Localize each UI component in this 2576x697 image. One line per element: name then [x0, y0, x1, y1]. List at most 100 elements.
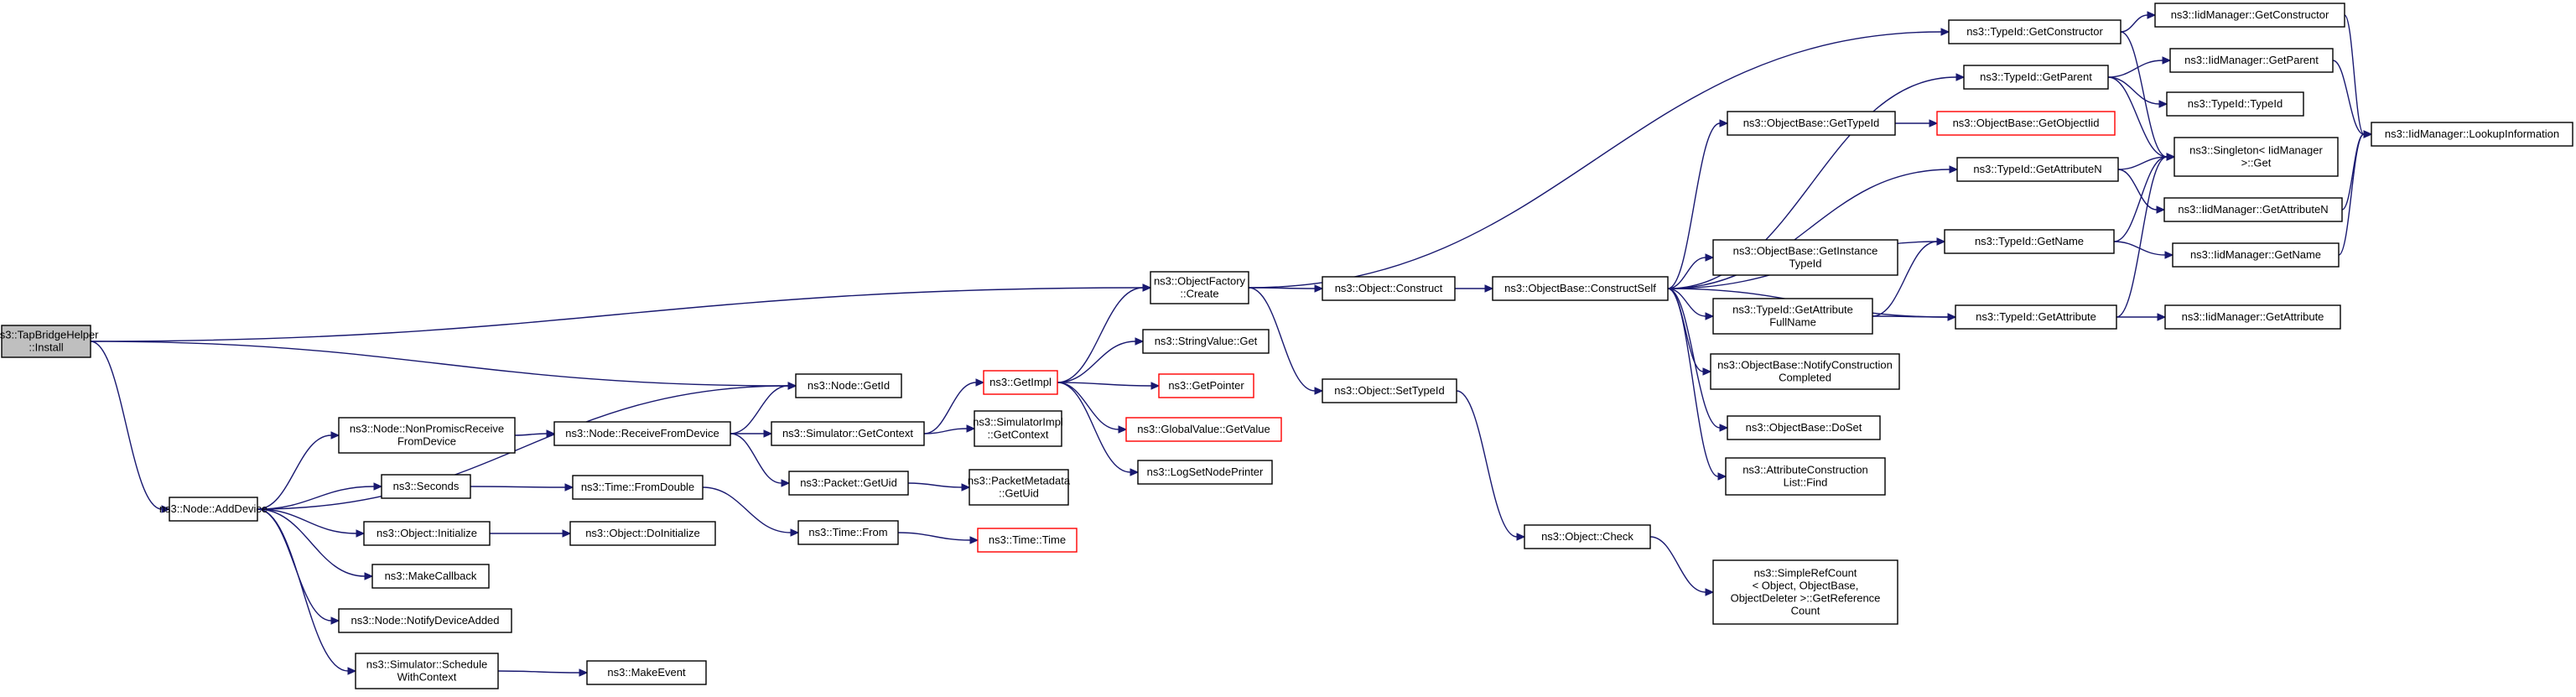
node-object_settypeid[interactable]: ns3::Object::SetTypeId [1322, 378, 1457, 403]
node-getobjectiid[interactable]: ns3::ObjectBase::GetObjectIid [1936, 111, 2116, 136]
node-box [2169, 48, 2334, 73]
node-label: ns3::Time::Time [989, 533, 1066, 546]
node-label: ns3::GetImpl [989, 376, 1052, 388]
node-box [2166, 91, 2304, 117]
node-time_fromdouble[interactable]: ns3::Time::FromDouble [572, 475, 704, 500]
node-time_from[interactable]: ns3::Time::From [797, 520, 899, 545]
node-label: ns3::Object::SetTypeId [1334, 384, 1445, 397]
node-simimpl_getcontext[interactable]: ns3::SimulatorImpl::GetContext [973, 410, 1063, 447]
node-node_adddevice[interactable]: ns3::Node::AddDevice [159, 497, 267, 522]
edge-constructself-to-notifyconstruction [1667, 288, 1712, 376]
node-stringvalue_get[interactable]: ns3::StringValue::Get [1142, 329, 1270, 354]
node-objbase_gettypeid[interactable]: ns3::ObjectBase::GetTypeId [1727, 111, 1896, 136]
node-typeid_getattribute[interactable]: ns3::TypeId::GetAttribute [1955, 304, 2117, 330]
node-iid_getparent[interactable]: ns3::IidManager::GetParent [2169, 48, 2334, 73]
node-box [1956, 157, 2119, 182]
node-receivefromdevice[interactable]: ns3::Node::ReceiveFromDevice [553, 421, 731, 446]
node-getimpl[interactable]: ns3::GetImpl [983, 370, 1058, 395]
node-typeid_getname[interactable]: ns3::TypeId::GetName [1944, 229, 2115, 254]
edge-constructself-to-typeid_getattributefullname [1667, 288, 1715, 320]
node-getpointer[interactable]: ns3::GetPointer [1158, 373, 1254, 398]
node-iid_getattributen[interactable]: ns3::IidManager::GetAttributeN [2163, 197, 2343, 222]
node-box [1158, 373, 1254, 398]
node-box [1936, 111, 2116, 136]
edge-iid_getconstructor-to-iid_lookupinformation [2344, 14, 2373, 138]
node-constructself[interactable]: ns3::ObjectBase::ConstructSelf [1492, 276, 1669, 301]
node-box [338, 417, 516, 454]
edge-sim_getcontext-to-getimpl [923, 378, 985, 434]
node-label: Count [1791, 605, 1820, 617]
node-typeid_getattributen[interactable]: ns3::TypeId::GetAttributeN [1956, 157, 2119, 182]
node-label: ns3::Node::ReceiveFromDevice [565, 427, 719, 440]
node-object_doinitialize[interactable]: ns3::Object::DoInitialize [569, 521, 716, 546]
node-singleton_get[interactable]: ns3::Singleton< IidManager>::Get [2174, 137, 2339, 177]
edge-constructself-to-getinstancetypeid [1667, 253, 1715, 289]
node-label: ns3::ObjectBase::DoSet [1746, 421, 1862, 434]
node-label: ns3::GetPointer [1168, 379, 1244, 392]
node-box [1524, 524, 1651, 549]
node-label: ns3::Object::Initialize [377, 527, 477, 539]
node-label: ns3::Node::AddDevice [159, 502, 267, 515]
node-label: ::GetUid [999, 487, 1039, 500]
node-box [586, 660, 707, 685]
edge-typeid_getattribute-to-singleton_get [2116, 153, 2176, 318]
node-iid_lookupinformation[interactable]: ns3::IidManager::LookupInformation [2371, 122, 2573, 147]
node-box [1955, 304, 2117, 330]
node-seconds[interactable]: ns3::Seconds [381, 474, 471, 499]
node-label: ns3::SimulatorImpl [973, 416, 1063, 429]
node-logsetnodeprinter[interactable]: ns3::LogSetNodePrinter [1137, 460, 1273, 485]
node-typeid_typeid[interactable]: ns3::TypeId::TypeId [2166, 91, 2304, 117]
edge-node_adddevice-to-makecallback [257, 508, 374, 580]
node-box [371, 564, 490, 589]
edge-iid_getname-to-iid_lookupinformation [2338, 130, 2373, 256]
edge-constructself-to-objbase_gettypeid [1667, 119, 1729, 289]
edge-tapbridge_install-to-objfactory_create [90, 283, 1152, 342]
node-iid_getname[interactable]: ns3::IidManager::GetName [2172, 242, 2340, 268]
node-makeevent[interactable]: ns3::MakeEvent [586, 660, 707, 685]
node-iid_getattribute[interactable]: ns3::IidManager::GetAttribute [2164, 304, 2341, 330]
edge-object_construct-to-constructself [1454, 284, 1494, 293]
node-box [2163, 197, 2343, 222]
node-label: < Object, ObjectBase, [1753, 580, 1859, 592]
edge-getimpl-to-globalvalue_getvalue [1057, 382, 1128, 434]
edge-object_check-to-simplerefcount [1649, 536, 1715, 596]
node-label: ns3::TypeId::GetConstructor [1966, 25, 2103, 38]
edge-object_settypeid-to-object_check [1456, 390, 1526, 541]
node-label: ns3::Simulator::GetContext [782, 427, 913, 440]
node-node_getid[interactable]: ns3::Node::GetId [795, 373, 902, 398]
edge-typeid_getname-to-iid_getname [2113, 241, 2174, 259]
node-typeid_getparent[interactable]: ns3::TypeId::GetParent [1963, 65, 2109, 90]
node-makecallback[interactable]: ns3::MakeCallback [371, 564, 490, 589]
node-objfactory_create[interactable]: ns3::ObjectFactory::Create [1150, 271, 1249, 304]
node-globalvalue_getvalue[interactable]: ns3::GlobalValue::GetValue [1125, 417, 1282, 442]
edge-typeid_getattributefullname-to-typeid_getname [1872, 237, 1946, 317]
node-object_initialize[interactable]: ns3::Object::Initialize [363, 521, 491, 546]
node-packet_getuid[interactable]: ns3::Packet::GetUid [788, 471, 909, 496]
node-label: ns3::MakeEvent [607, 666, 686, 679]
node-notifyconstruction[interactable]: ns3::ObjectBase::NotifyConstructionCompl… [1710, 353, 1900, 390]
node-label: >::Get [2241, 157, 2272, 169]
node-iid_getconstructor[interactable]: ns3::IidManager::GetConstructor [2154, 3, 2345, 28]
node-box [569, 521, 716, 546]
node-box [1712, 298, 1873, 335]
node-label: ns3::Node::NotifyDeviceAdded [351, 614, 499, 627]
edge-objbase_gettypeid-to-getobjectiid [1894, 119, 1939, 127]
node-sim_getcontext[interactable]: ns3::Simulator::GetContext [771, 421, 925, 446]
node-object_construct[interactable]: ns3::Object::Construct [1322, 276, 1456, 301]
node-object_check[interactable]: ns3::Object::Check [1524, 524, 1651, 549]
node-label: FullName [1769, 316, 1816, 329]
node-label: ns3::StringValue::Get [1155, 335, 1258, 347]
node-label: ns3::ObjectBase::GetInstance [1733, 245, 1878, 257]
node-typeid_getconstructor[interactable]: ns3::TypeId::GetConstructor [1948, 19, 2122, 44]
node-label: ns3::MakeCallback [385, 570, 477, 582]
node-notifydeviceadded[interactable]: ns3::Node::NotifyDeviceAdded [338, 608, 512, 633]
node-time_time[interactable]: ns3::Time::Time [977, 528, 1078, 553]
node-simplerefcount[interactable]: ns3::SimpleRefCount< Object, ObjectBase,… [1712, 559, 1898, 625]
node-doset[interactable]: ns3::ObjectBase::DoSet [1727, 415, 1881, 440]
node-packetmetadata_getuid[interactable]: ns3::PacketMetadata::GetUid [968, 469, 1071, 506]
